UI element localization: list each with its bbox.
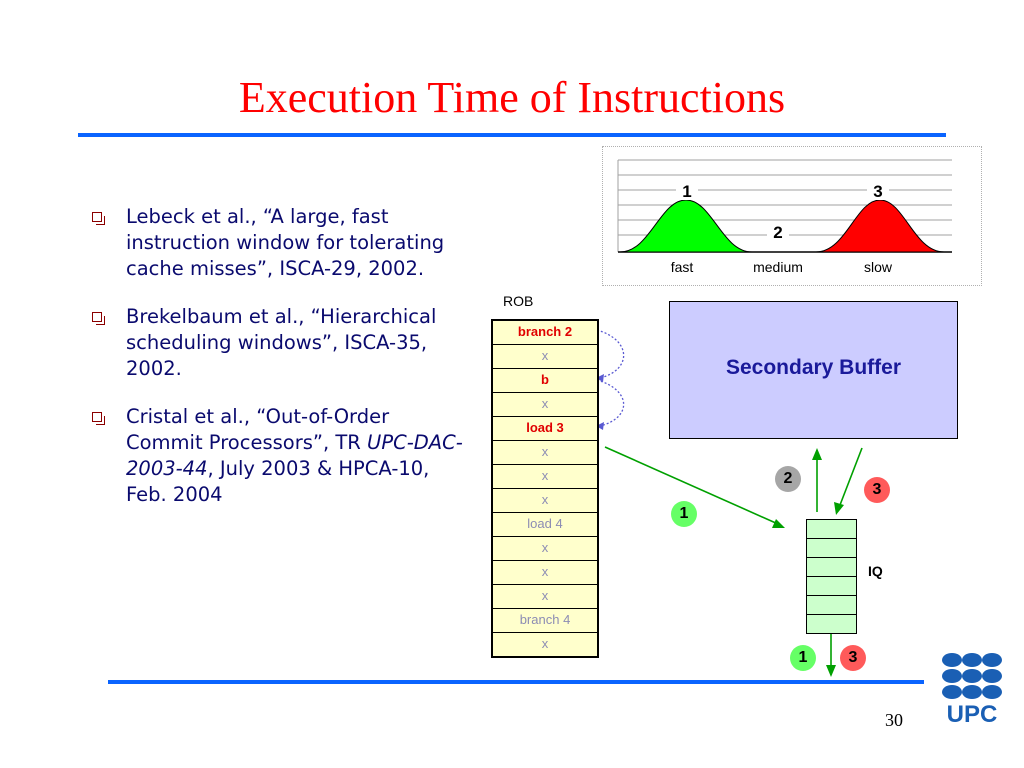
execution-time-distribution — [602, 146, 982, 286]
arc-arrowheads — [596, 374, 604, 430]
bullet-item: Brekelbaum et al., “Hierarchical schedul… — [88, 304, 468, 382]
rob-to-iq-arrow — [604, 446, 779, 525]
iq-slot — [807, 539, 856, 558]
category-fast: fast — [671, 259, 694, 275]
bullet-text: Cristal et al., “Out-of-Order Commit Pro… — [126, 405, 390, 454]
rob-entry: x — [493, 465, 597, 489]
iq-slot — [807, 615, 856, 633]
step-3-marker: 3 — [864, 477, 890, 503]
square-bullet-icon — [92, 212, 105, 225]
rob-entry: load 4 — [493, 513, 597, 537]
step-2-marker: 2 — [775, 466, 801, 492]
fast-distribution-curve — [619, 199, 753, 253]
iq-to-buffer-arrowhead — [812, 448, 822, 460]
marker-3: 3 — [873, 182, 882, 201]
marker-1: 1 — [682, 182, 691, 201]
upc-logo-icon — [942, 653, 1002, 699]
rob-entry: x — [493, 633, 597, 657]
square-bullet-icon — [92, 412, 105, 425]
rob-entry: branch 2 — [493, 321, 597, 345]
bullet-item: Lebeck et al., “A large, fast instructio… — [88, 204, 468, 282]
step-1-marker: 1 — [671, 501, 697, 527]
bullet-list: Lebeck et al., “A large, fast instructio… — [88, 204, 468, 530]
rob-entry: x — [493, 585, 597, 609]
marker-1-box — [676, 180, 698, 200]
buffer-to-iq-arrowhead — [834, 502, 844, 515]
marker-2: 2 — [773, 223, 782, 242]
bullet-text: Brekelbaum et al., “Hierarchical schedul… — [126, 305, 437, 380]
instruction-queue — [806, 519, 857, 634]
rob-entry: x — [493, 345, 597, 369]
bullet-text-italic: UPC-DAC-2003-44 — [126, 431, 463, 480]
bullet-text: , July 2003 & HPCA-10, Feb. 2004 — [126, 457, 430, 506]
iq-slot — [807, 596, 856, 615]
category-slow: slow — [864, 259, 893, 275]
iq-label: IQ — [868, 563, 883, 579]
bullet-item: Cristal et al., “Out-of-Order Commit Pro… — [88, 404, 468, 508]
iq-slot — [807, 577, 856, 596]
marker-3-box — [867, 180, 889, 200]
rob-entry: b — [493, 369, 597, 393]
upc-logo-text: UPC — [947, 701, 998, 728]
issue-slow-marker: 3 — [840, 645, 866, 671]
iq-slot — [807, 558, 856, 577]
square-bullet-icon — [92, 312, 105, 325]
page-number: 30 — [885, 710, 903, 730]
iq-slot — [807, 520, 856, 539]
rob-entry: branch 4 — [493, 609, 597, 633]
slide-title: Execution Time of Instructions — [238, 73, 786, 122]
footer-rule — [108, 680, 924, 684]
rob-label: ROB — [503, 293, 534, 309]
issue-fast-marker: 1 — [790, 645, 816, 671]
bullet-text: Lebeck et al., “A large, fast instructio… — [126, 205, 445, 280]
slow-distribution-curve — [815, 199, 945, 253]
rob-entry: load 3 — [493, 417, 597, 441]
rob-to-iq-arrowhead — [772, 519, 785, 528]
rob-entry: x — [493, 393, 597, 417]
rob-entry: x — [493, 561, 597, 585]
dependency-arcs — [596, 329, 625, 427]
rob-entry: x — [493, 489, 597, 513]
marker-2-box — [767, 221, 789, 241]
title-underline — [78, 133, 946, 137]
rob-entry: x — [493, 441, 597, 465]
iq-issue-arrowhead — [826, 665, 836, 677]
rob-entry: x — [493, 537, 597, 561]
category-medium: medium — [753, 259, 803, 275]
buffer-to-iq-arrow — [839, 447, 863, 506]
secondary-buffer: Secondary Buffer — [669, 301, 958, 439]
